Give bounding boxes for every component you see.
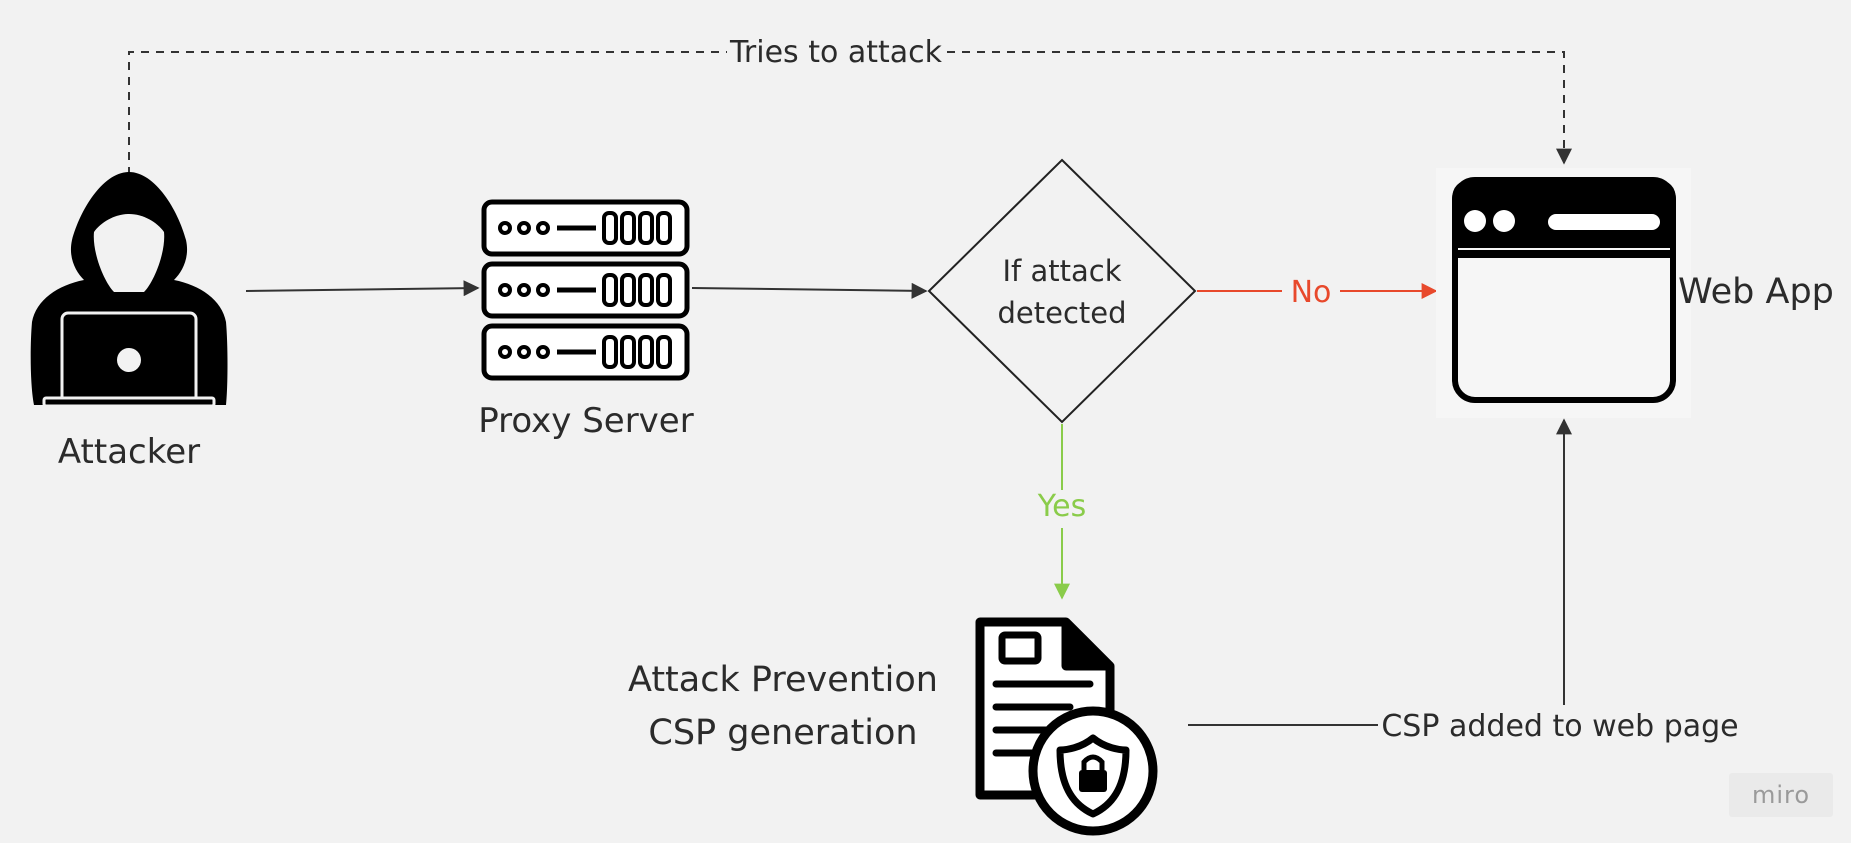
browser-window-icon (1452, 177, 1676, 403)
decision-label-line-2: detected (997, 296, 1126, 330)
attacker-label: Attacker (58, 432, 200, 472)
secure-document-icon (975, 617, 1158, 836)
edge-yes: Yes (1037, 424, 1086, 600)
edge-label-no: No (1291, 275, 1332, 310)
node-proxy-server: Proxy Server (478, 199, 694, 441)
decision-label-line-1: If attack (1002, 254, 1121, 288)
prevention-label-line-1: Attack Prevention (628, 660, 938, 700)
node-web-app: Web App (1436, 168, 1834, 418)
miro-watermark: miro (1729, 773, 1833, 817)
server-icon (481, 199, 690, 381)
hacker-icon (30, 172, 228, 408)
edge-csp-added: CSP added to web page (1188, 418, 1739, 744)
edge-label-csp-added: CSP added to web page (1381, 709, 1738, 744)
edge-attacker-to-proxy (245, 280, 480, 297)
node-attacker: Attacker (30, 172, 228, 472)
edge-no: No (1197, 275, 1438, 310)
node-decision: If attack detected (927, 158, 1197, 424)
prevention-label-line-2: CSP generation (648, 713, 917, 753)
web-app-label: Web App (1678, 272, 1834, 312)
edge-tries-to-attack: Tries to attack (128, 35, 1572, 175)
proxy-server-label: Proxy Server (478, 401, 693, 441)
edge-label-yes: Yes (1037, 489, 1086, 524)
node-attack-prevention: Attack Prevention CSP generation (628, 617, 1158, 836)
edge-label-tries-to-attack: Tries to attack (729, 35, 943, 70)
edge-proxy-to-decision (691, 282, 928, 299)
decision-diamond (927, 158, 1197, 424)
